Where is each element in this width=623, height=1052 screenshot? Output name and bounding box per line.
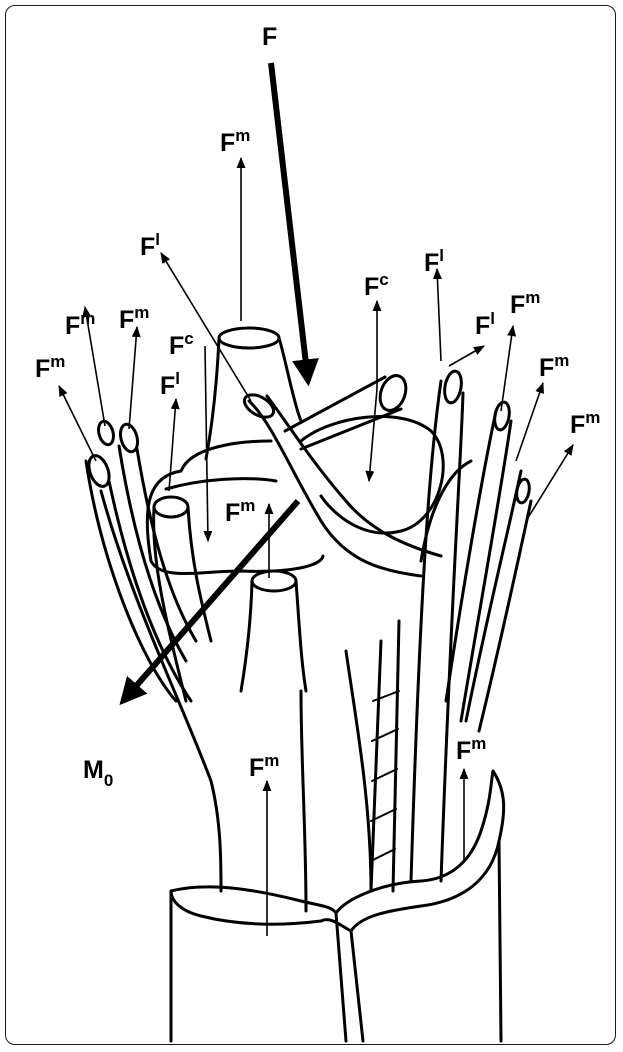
label-fm-lower: Fm <box>249 751 279 782</box>
fm-left3-arrow <box>59 386 96 461</box>
label-fl-right: Fl <box>424 246 444 277</box>
anatomy-drawing <box>85 328 531 1041</box>
fl-oblique-arrow <box>449 346 484 366</box>
label-fl-oblique: Fl <box>475 309 495 340</box>
label-fm-left1: Fm <box>65 309 95 340</box>
fl-right-arrow <box>437 269 441 361</box>
force-arrows <box>59 63 573 936</box>
label-fm-left2: Fm <box>119 303 149 334</box>
label-fm-right3: Fm <box>570 408 600 439</box>
label-fm-middle: Fm <box>225 496 255 527</box>
label-fl-left: Fl <box>160 369 180 400</box>
force-labels: F Fm Fl Fc Fl Fl Fm Fm Fm Fm Fm Fm Fc Fl… <box>35 23 600 790</box>
label-fm-top: Fm <box>220 126 250 157</box>
tendon-cylinder-top <box>219 328 279 348</box>
label-F: F <box>262 23 277 51</box>
fm-right2-arrow <box>516 383 543 461</box>
tendon-left-edge <box>206 338 219 459</box>
label-fm-base-right: Fm <box>456 734 486 765</box>
fc-right-arrow <box>369 389 377 481</box>
fm-right3-arrow <box>526 445 573 521</box>
moment-arrow <box>123 501 298 701</box>
label-fc-right: Fc <box>364 270 389 301</box>
label-fl-top: Fl <box>140 230 160 261</box>
label-fm-left3: Fm <box>35 352 65 383</box>
label-moment: M0 <box>83 756 113 790</box>
fl-left-arrow <box>169 399 176 491</box>
figure-frame: F Fm Fl Fc Fl Fl Fm Fm Fm Fm Fm Fm Fc Fl… <box>5 5 616 1045</box>
fm-left2-arrow <box>129 327 137 429</box>
label-fm-right1: Fm <box>510 288 540 319</box>
label-fc-left: Fc <box>169 329 194 360</box>
joint-force-diagram: F Fm Fl Fc Fl Fl Fm Fm Fm Fm Fm Fm Fc Fl… <box>6 6 616 1045</box>
fm-right1-arrow <box>501 326 513 411</box>
label-fm-right2: Fm <box>539 351 569 382</box>
